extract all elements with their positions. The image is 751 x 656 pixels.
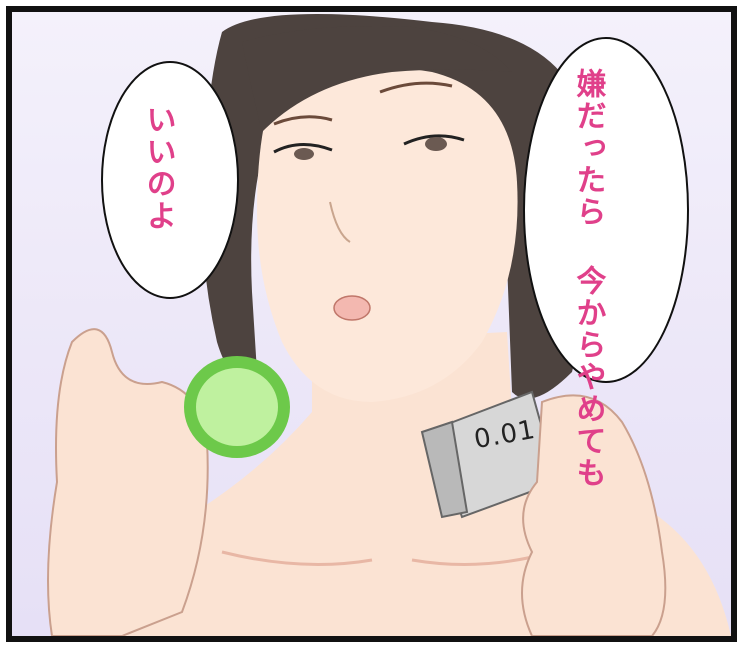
- hair: [201, 14, 592, 399]
- left-eyebrow: [273, 115, 333, 126]
- speech-line-1: 嫌だったら: [570, 68, 606, 228]
- speech-bubble-left: [101, 61, 239, 299]
- face: [257, 67, 518, 402]
- lips: [333, 295, 371, 321]
- speech-text-left: いいのよ: [140, 104, 176, 232]
- speech-bubble-right: [523, 37, 689, 383]
- comic-panel: いいのよ 嫌だったら 今からやめても 0.01: [6, 6, 737, 642]
- right-hand: [521, 394, 667, 636]
- hair-bangs: [242, 26, 512, 132]
- right-eye: [403, 134, 465, 146]
- left-hand: [47, 328, 209, 636]
- right-eyebrow: [379, 81, 453, 94]
- condom-ring: [184, 356, 290, 458]
- nose: [329, 201, 351, 243]
- left-eye: [273, 143, 333, 154]
- illustration: [47, 14, 731, 636]
- speech-line-2: 今からやめても: [570, 265, 606, 489]
- speech-text-right: 嫌だったら 今からやめても: [570, 68, 606, 489]
